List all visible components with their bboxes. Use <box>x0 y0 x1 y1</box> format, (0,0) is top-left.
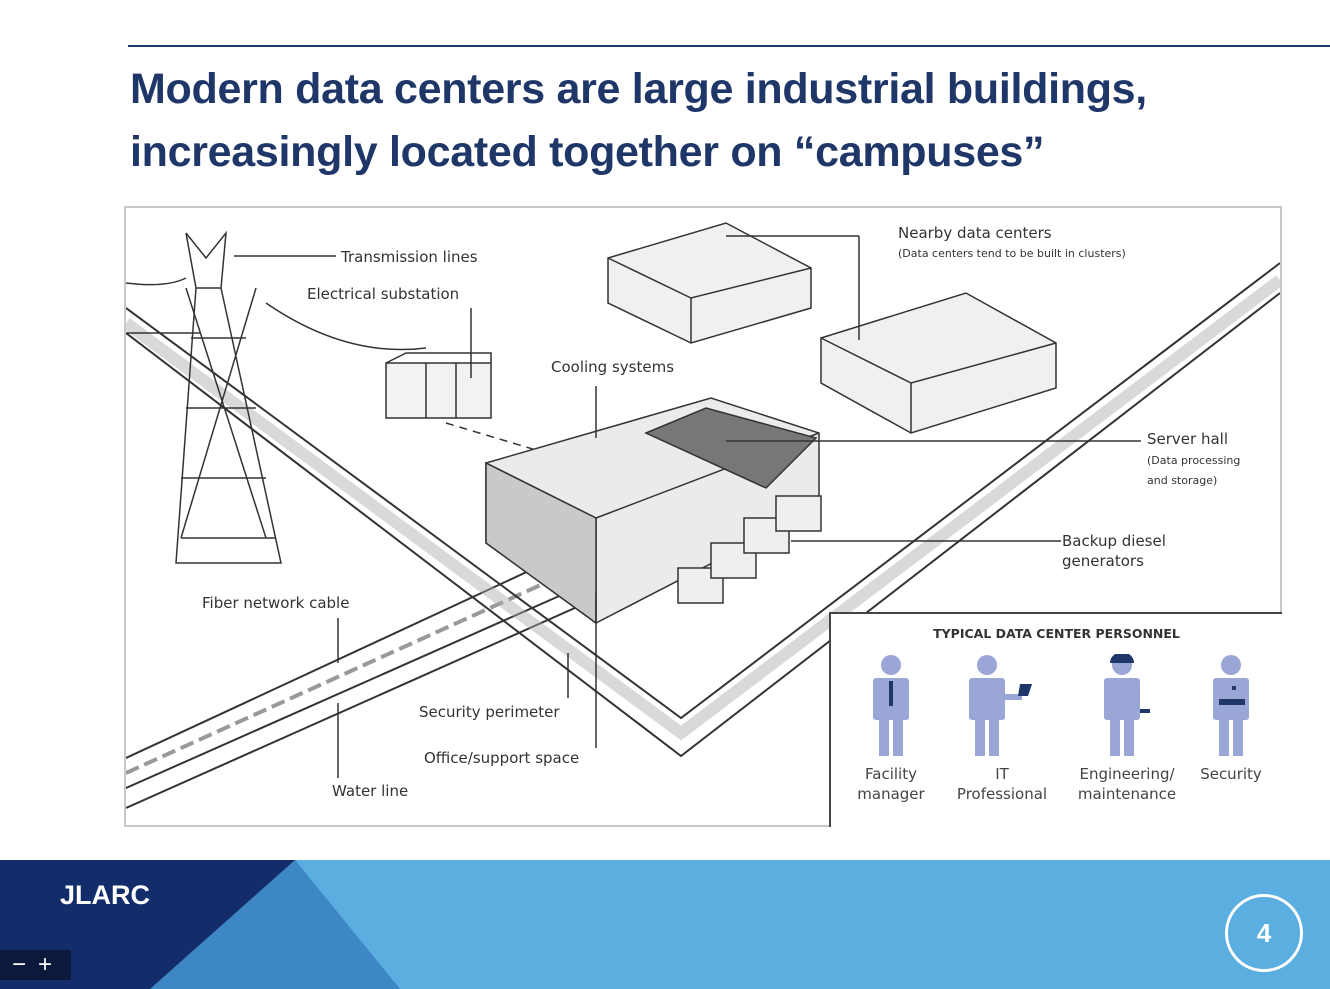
facility-manager-icon <box>873 655 909 756</box>
zoom-controls: − + <box>0 950 71 980</box>
it-professional-icon <box>969 655 1032 756</box>
label-office-support-space: Office/support space <box>424 749 580 767</box>
zoom-out-button[interactable]: − <box>12 951 27 978</box>
role-engineering-maintenance: Engineering/maintenance <box>1071 654 1183 804</box>
engineer-icon <box>1104 654 1150 756</box>
label-transmission-lines: Transmission lines <box>341 248 478 266</box>
diagram-illustration <box>126 222 1280 809</box>
slide-title: Modern data centers are large industrial… <box>130 65 1147 176</box>
security-guard-icon <box>1213 655 1249 756</box>
label-server-hall: Server hall <box>1147 430 1228 448</box>
label-electrical-substation: Electrical substation <box>307 285 460 303</box>
label-backup-generators: Backup diesel <box>1062 532 1166 550</box>
page-number: 4 <box>1225 894 1303 972</box>
label-backup-generators: generators <box>1062 552 1144 570</box>
label-nearby-data-centers: Nearby data centers <box>898 224 1052 242</box>
label-security-perimeter: Security perimeter <box>419 703 560 721</box>
footer-band <box>0 860 1330 989</box>
data-center-diagram: Transmission lines Electrical substation… <box>124 206 1282 827</box>
label-fiber-network-cable: Fiber network cable <box>202 594 350 612</box>
label-cooling-systems: Cooling systems <box>551 358 675 376</box>
label-server-hall-note: and storage) <box>1147 474 1218 487</box>
zoom-in-button[interactable]: + <box>38 951 53 978</box>
label-server-hall-note: (Data processing <box>1147 454 1241 467</box>
jlarc-logo: JLARC <box>60 880 151 910</box>
title-rule <box>128 45 1330 47</box>
personnel-title: TYPICAL DATA CENTER PERSONNEL <box>933 626 1180 641</box>
label-nearby-data-centers-note: (Data centers tend to be built in cluste… <box>898 247 1126 260</box>
role-security: Security <box>1181 654 1281 784</box>
label-water-line: Water line <box>332 782 409 800</box>
